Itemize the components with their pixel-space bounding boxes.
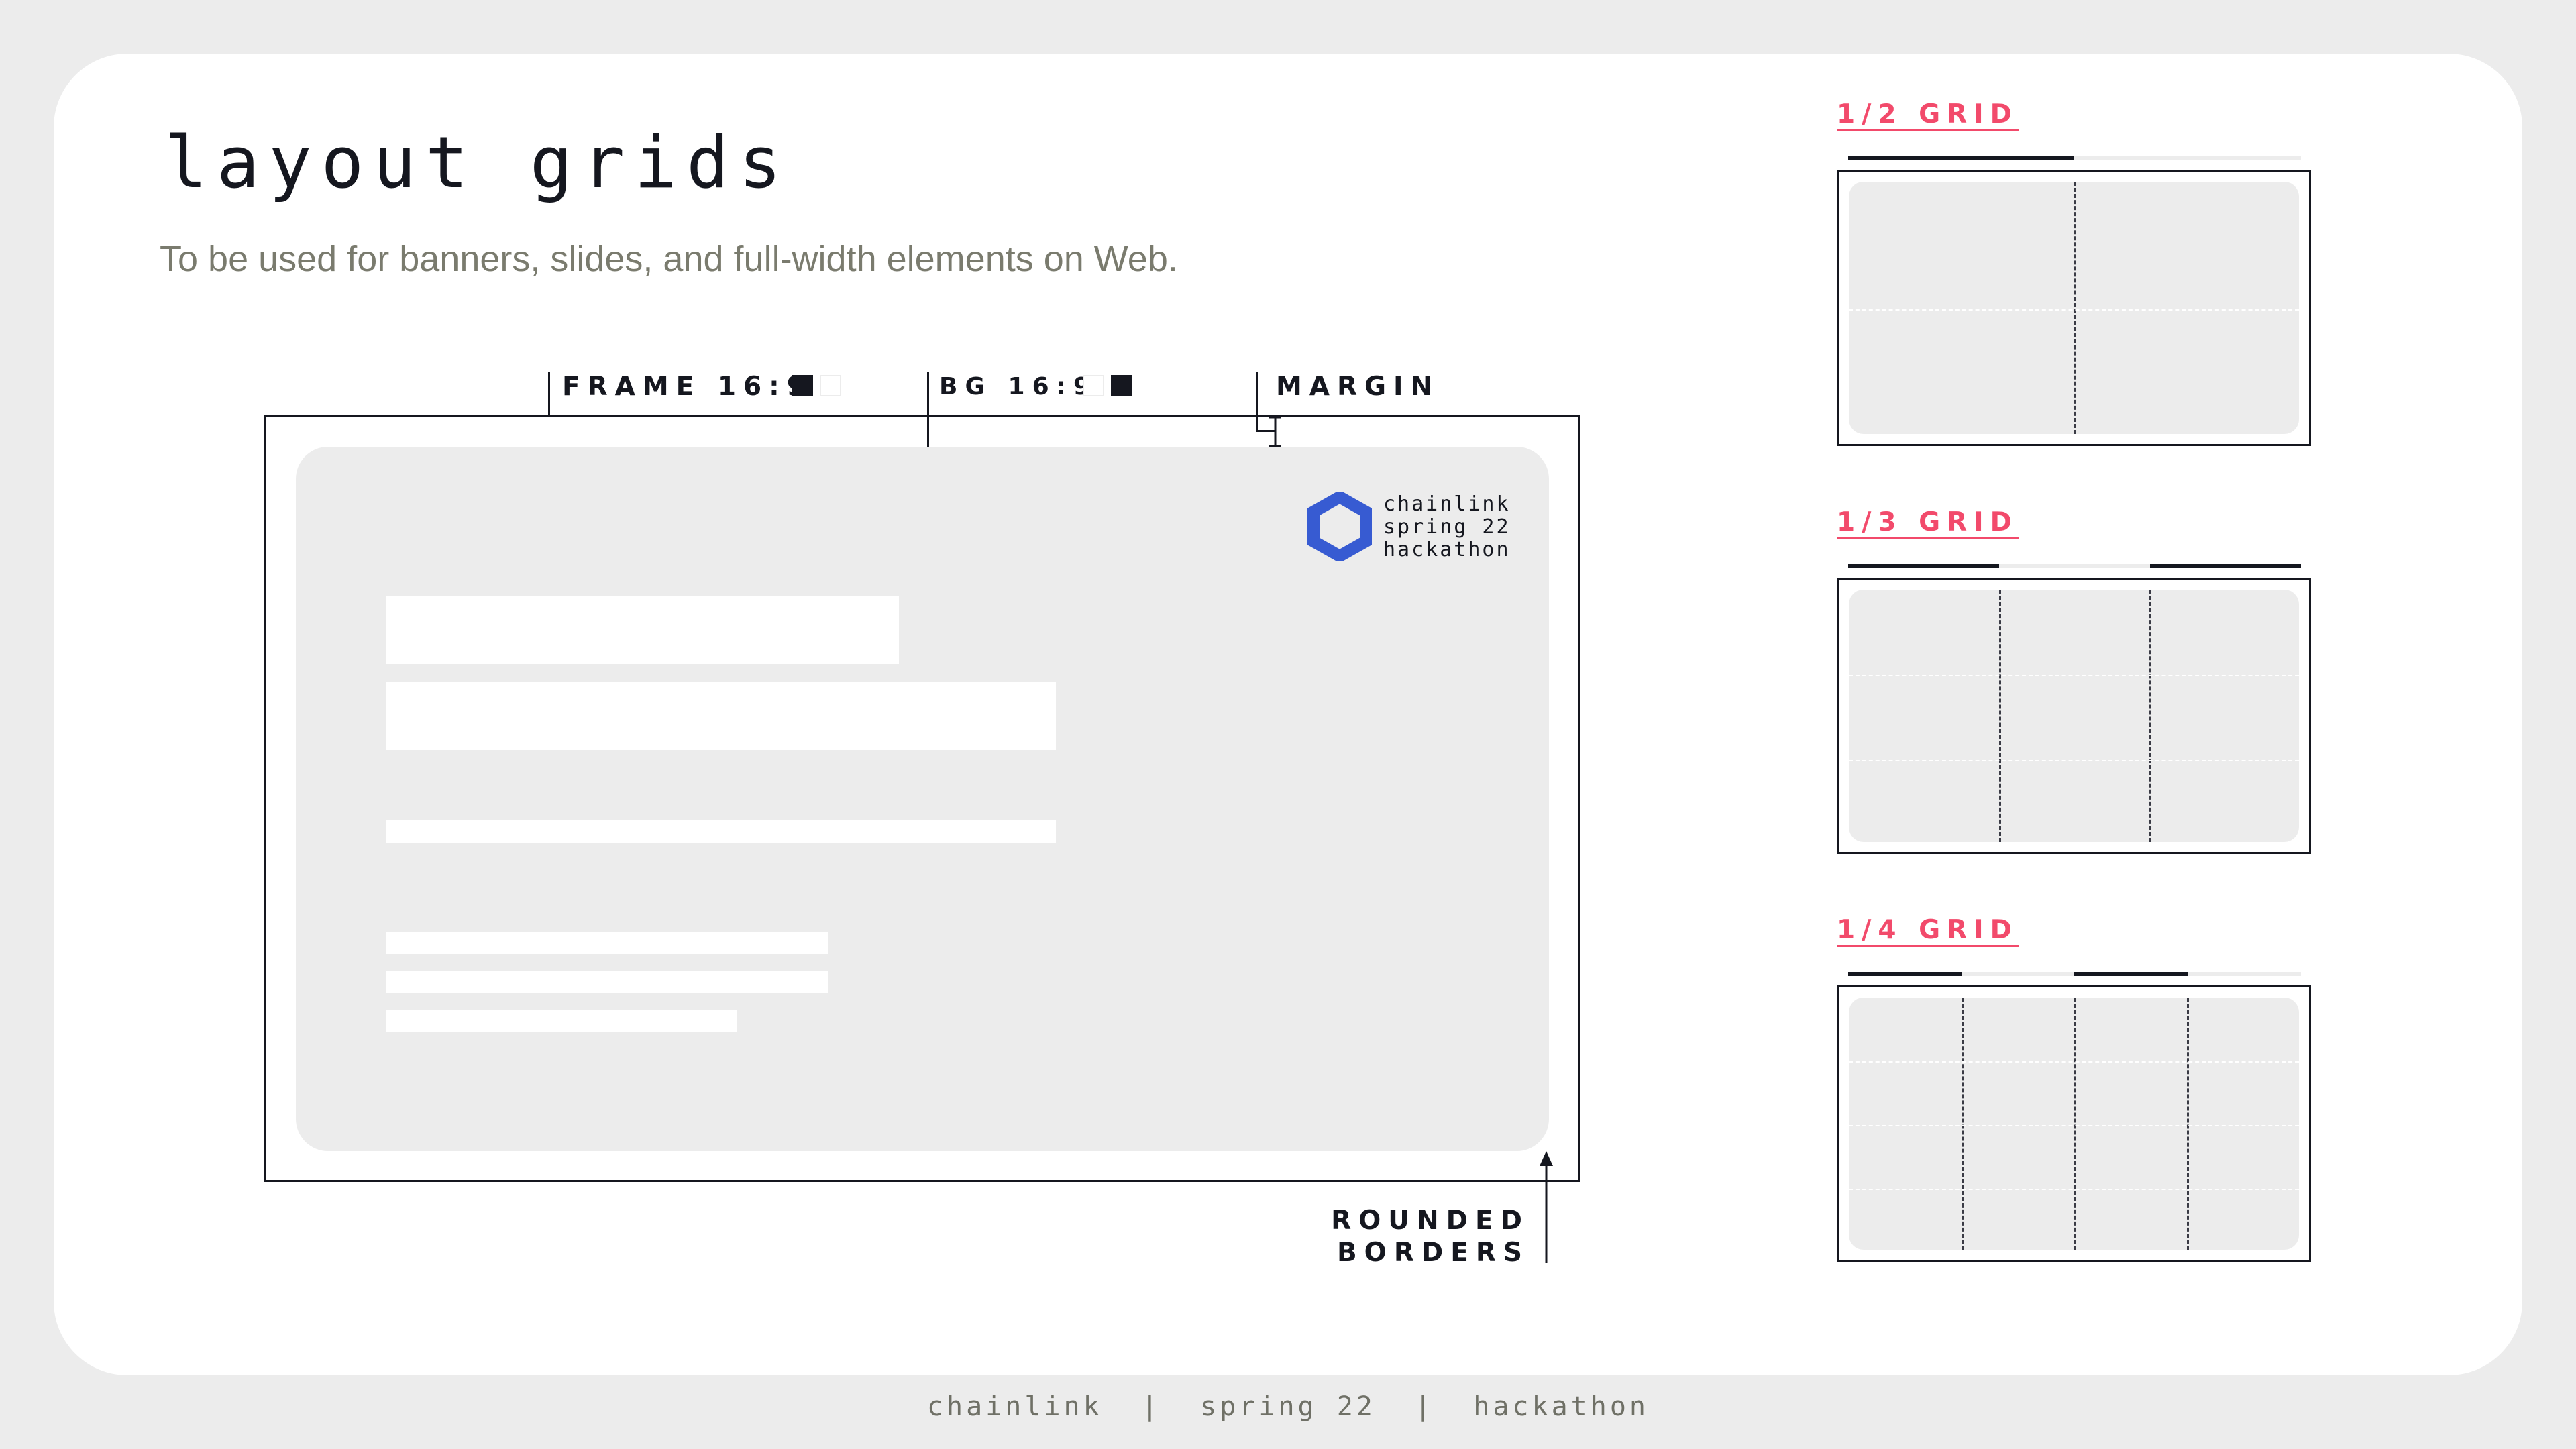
margin-annotation-label: MARGIN <box>1276 372 1440 402</box>
grid-quarter-indicator-segment-1 <box>1848 972 1962 976</box>
grid-half-label: 1/2 GRID <box>1837 99 2019 129</box>
placeholder-body-line-2 <box>386 971 828 993</box>
grid-half-indicator-segment <box>1848 156 2074 160</box>
placeholder-heading-line-1 <box>386 596 899 664</box>
bg-annotation-label: BG 16:9 <box>939 373 1098 400</box>
bg-swatch-light <box>1083 375 1104 396</box>
placeholder-heading-line-2 <box>386 682 1056 750</box>
grid-half-column-guide <box>2074 182 2076 434</box>
grid-third-indicator-segment-1 <box>1848 564 1999 568</box>
grid-quarter-row-guide-3 <box>1849 1189 2299 1190</box>
grid-quarter-thumbnail <box>1837 985 2311 1262</box>
grid-third-indicator-segment-2 <box>2150 564 2301 568</box>
grid-quarter-indicator <box>1848 972 2301 976</box>
frame-swatch-light <box>820 375 841 396</box>
frame-annotation-tick <box>548 372 550 417</box>
page-title: layout grids <box>164 121 791 204</box>
grid-third-column-guide-1 <box>1999 590 2001 842</box>
placeholder-subheading-line <box>386 820 1056 843</box>
grid-quarter-canvas <box>1849 998 2299 1250</box>
margin-annotation-elbow <box>1256 430 1276 432</box>
grid-third-row-guide-1 <box>1849 675 2299 676</box>
grid-half-indicator <box>1848 156 2301 160</box>
grid-half-canvas <box>1849 182 2299 434</box>
grid-third-label: 1/3 GRID <box>1837 507 2019 537</box>
grid-third-canvas <box>1849 590 2299 842</box>
grid-quarter-column-guide-1 <box>1962 998 1964 1250</box>
grid-third-row-guide-2 <box>1849 760 2299 761</box>
placeholder-body-line-3 <box>386 1010 737 1032</box>
grid-third-thumbnail <box>1837 578 2311 854</box>
rounded-borders-label-line-2: BORDERS <box>1336 1238 1529 1268</box>
grid-quarter-row-guide-1 <box>1849 1061 2299 1063</box>
grid-half-thumbnail <box>1837 170 2311 446</box>
frame-annotation-label: FRAME 16:9 <box>562 372 812 402</box>
grid-half-row-guide <box>1849 309 2299 311</box>
grid-third-column-guide-2 <box>2149 590 2151 842</box>
margin-bracket-icon <box>1269 416 1281 447</box>
page-subtitle: To be used for banners, slides, and full… <box>160 239 1178 279</box>
rounded-borders-arrow-icon <box>1540 1151 1553 1263</box>
bg-16-9 <box>296 447 1549 1151</box>
page-footer: chainlink | spring 22 | hackathon <box>926 1391 1650 1422</box>
logo-text: chainlink spring 22 hackathon <box>1383 492 1511 561</box>
rounded-borders-label-line-1: ROUNDED <box>1331 1205 1529 1236</box>
chainlink-hexagon-icon <box>1307 492 1372 561</box>
placeholder-body-line-1 <box>386 932 828 954</box>
grid-quarter-row-guide-2 <box>1849 1125 2299 1126</box>
margin-annotation-tick <box>1256 372 1258 431</box>
grid-quarter-label: 1/4 GRID <box>1837 915 2019 945</box>
grid-quarter-column-guide-2 <box>2074 998 2076 1250</box>
grid-third-indicator <box>1848 564 2301 568</box>
frame-swatch-dark <box>792 375 813 396</box>
grid-quarter-column-guide-3 <box>2187 998 2189 1250</box>
bg-annotation-tick <box>927 372 929 447</box>
frame-16-9 <box>264 415 1580 1182</box>
bg-swatch-dark <box>1111 375 1132 396</box>
grid-quarter-indicator-segment-2 <box>2074 972 2188 976</box>
